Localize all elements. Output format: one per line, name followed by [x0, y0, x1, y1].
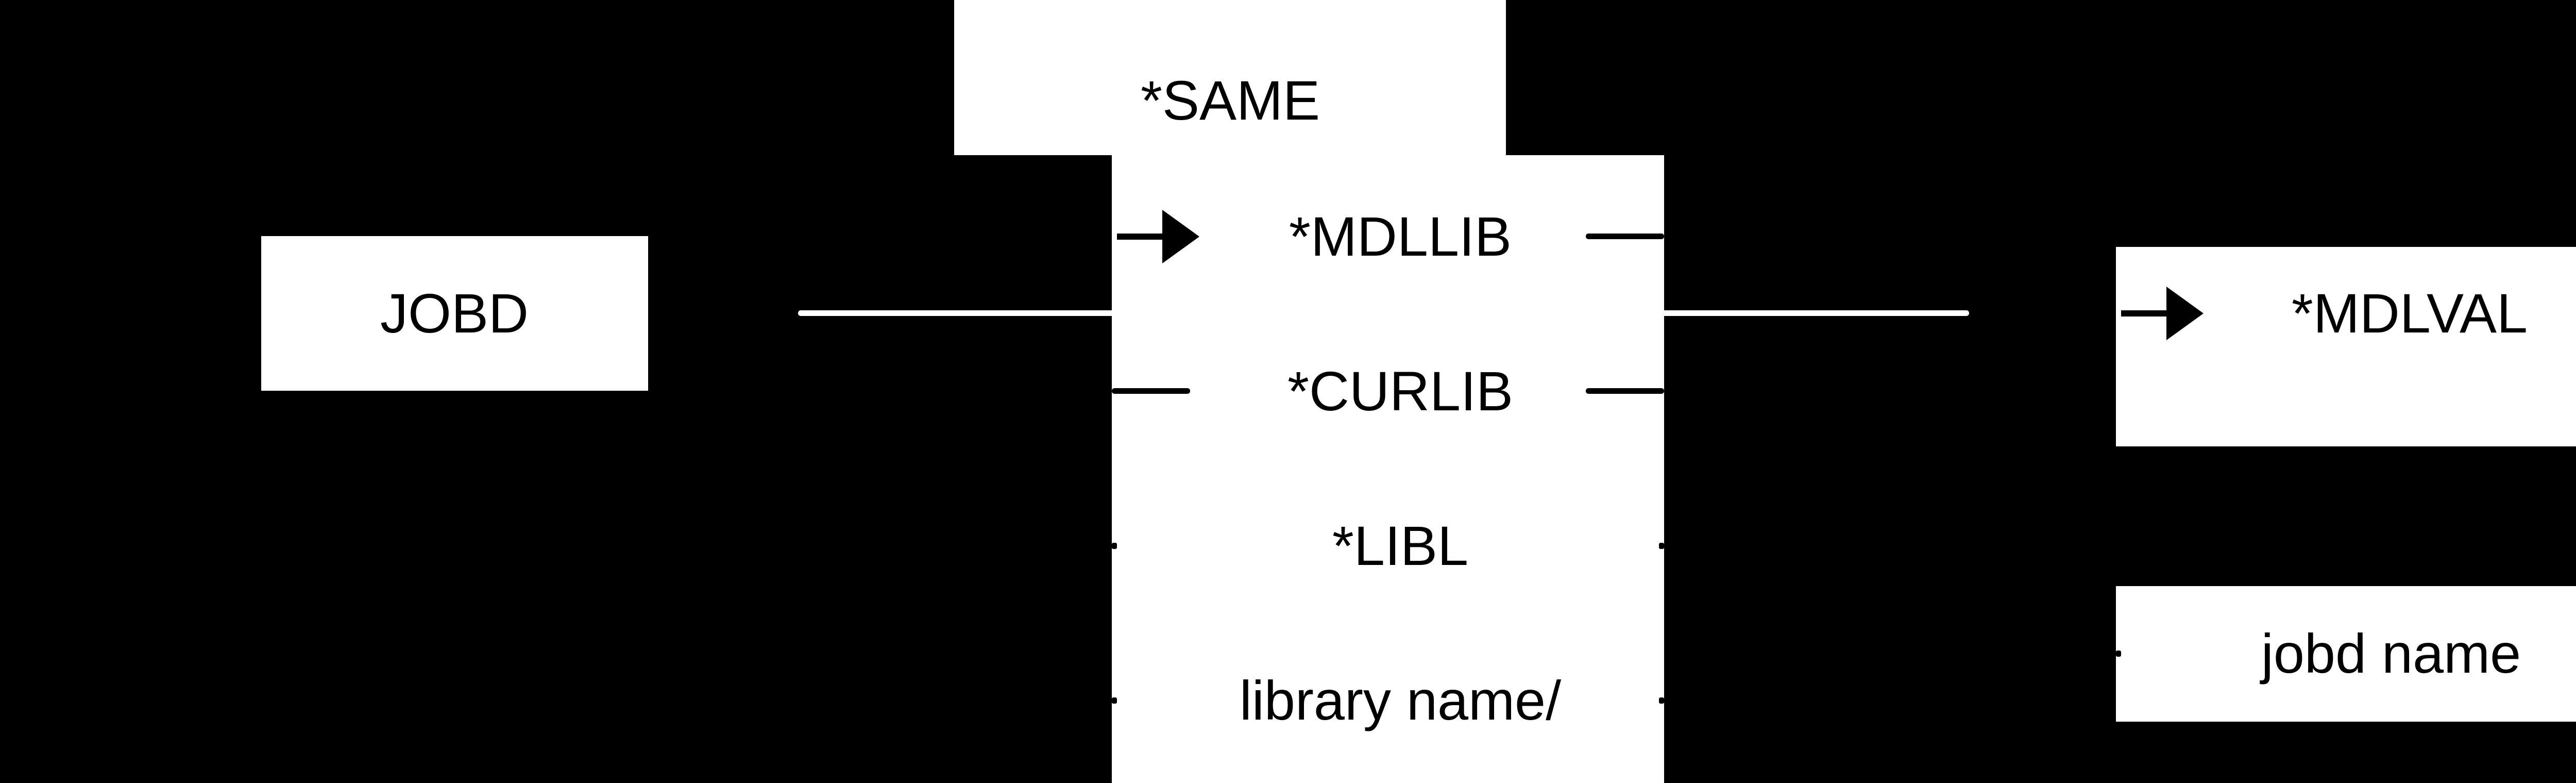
libl-rail-right-nub	[1659, 543, 1664, 549]
mdllib-arrow-icon	[1162, 210, 1199, 263]
library-name-rail-right-nub	[1659, 697, 1664, 704]
library-option-stack-box: *MDLLIB *CURLIB *LIBL library name/	[1112, 155, 1664, 783]
same-option-label: *SAME	[1140, 69, 1320, 131]
curlib-rail-left	[1112, 388, 1190, 394]
rail-options-to-mdlval	[1623, 310, 1969, 316]
same-option-box: *SAME	[954, 0, 1506, 155]
jobd-name-label: jobd name	[2261, 622, 2521, 685]
jobd-keyword-label: JOBD	[380, 282, 529, 344]
mdllib-arrow-stem	[1117, 234, 1166, 240]
jobd-keyword-box: JOBD	[261, 236, 648, 391]
library-name-rail-left-nub	[1112, 697, 1117, 704]
mdlval-arrow-icon	[2166, 287, 2204, 340]
jobd-name-box: jobd name	[2116, 586, 2576, 722]
curlib-rail-right	[1586, 388, 1664, 394]
curlib-option-label: *CURLIB	[1287, 360, 1514, 422]
libl-rail-left-nub	[1112, 543, 1117, 549]
rail-jobd-to-options	[798, 310, 1123, 316]
library-name-label: library name/	[1239, 669, 1562, 731]
libl-option-label: *LIBL	[1332, 514, 1469, 577]
mdlval-option-label: *MDLVAL	[2291, 282, 2528, 344]
jobd-name-rail-left-nub	[2116, 651, 2121, 657]
mdllib-option-label: *MDLLIB	[1289, 205, 1512, 268]
mdlval-option-box: *MDLVAL	[2116, 247, 2576, 446]
mdllib-rail-right	[1586, 234, 1664, 239]
mdlval-arrow-stem	[2121, 310, 2171, 316]
